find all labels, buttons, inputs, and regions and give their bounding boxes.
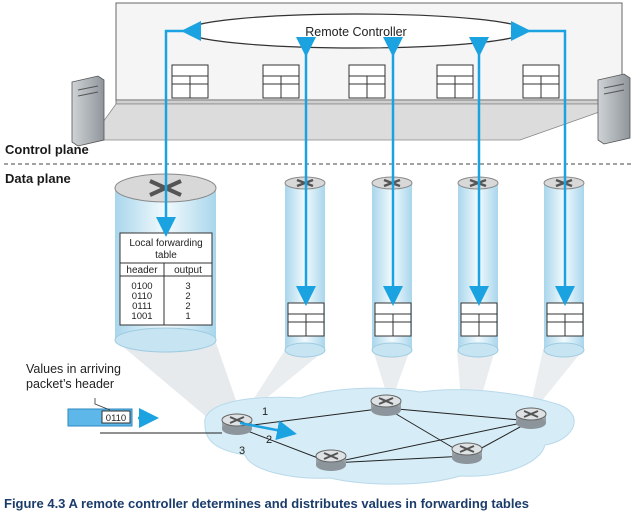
port-label-3: 3 (239, 445, 245, 457)
controller-table-2 (262, 64, 300, 99)
values-note-line-1: Values in arriving (26, 362, 121, 376)
network-router-3 (515, 407, 547, 429)
figure-caption: Figure 4.3 A remote controller determine… (4, 496, 529, 511)
network-router-1 (221, 413, 253, 435)
values-note: Values in arriving packet’s header (26, 362, 121, 392)
forwarding-arrow (239, 420, 297, 440)
arriving-packet: 0110 (67, 408, 159, 428)
forwarding-table-row-output: 2 (185, 301, 190, 312)
values-note-callout (94, 398, 111, 411)
port-label-1: 1 (262, 406, 268, 418)
forwarding-table-col-header: header (126, 265, 158, 276)
controller-table-1 (171, 64, 209, 99)
network-router-4 (315, 449, 347, 471)
network-router-5 (451, 442, 483, 464)
data-plane-label: Data plane (5, 171, 71, 186)
network-router-2 (370, 394, 402, 416)
forwarding-table-row-output: 1 (185, 311, 190, 322)
network-cloud (204, 387, 575, 485)
switch-table-4 (460, 302, 498, 337)
remote-controller-label: Remote Controller (305, 25, 406, 39)
forwarding-table-row-output: 3 (185, 281, 190, 292)
packet-header-value: 0110 (106, 413, 126, 424)
values-note-line-2: packet’s header (26, 377, 115, 391)
switch-table-3 (374, 302, 412, 337)
local-forwarding-table: Local forwarding table header output 010… (119, 232, 213, 326)
forwarding-table-row-header: 0110 (132, 291, 152, 302)
forwarding-table-title-1: Local forwarding (129, 238, 202, 249)
controller-table-3 (348, 64, 386, 99)
switch-table-2 (287, 302, 325, 337)
switch-table-5 (546, 302, 584, 337)
forwarding-table-row-header: 1001 (131, 311, 152, 322)
forwarding-table-title-2: table (155, 250, 177, 261)
port-label-2: 2 (266, 434, 272, 446)
controller-table-4 (436, 64, 474, 99)
forwarding-table-row-output: 2 (185, 291, 190, 302)
control-arrows (156, 21, 575, 306)
controller-table-5 (522, 64, 560, 99)
forwarding-table-col-output: output (174, 265, 202, 276)
forwarding-table-row-header: 0111 (132, 301, 152, 312)
control-plane-label: Control plane (5, 142, 89, 157)
server-tower-right (597, 73, 631, 145)
server-tower-left (71, 75, 105, 147)
forwarding-table-row-header: 0100 (131, 281, 152, 292)
